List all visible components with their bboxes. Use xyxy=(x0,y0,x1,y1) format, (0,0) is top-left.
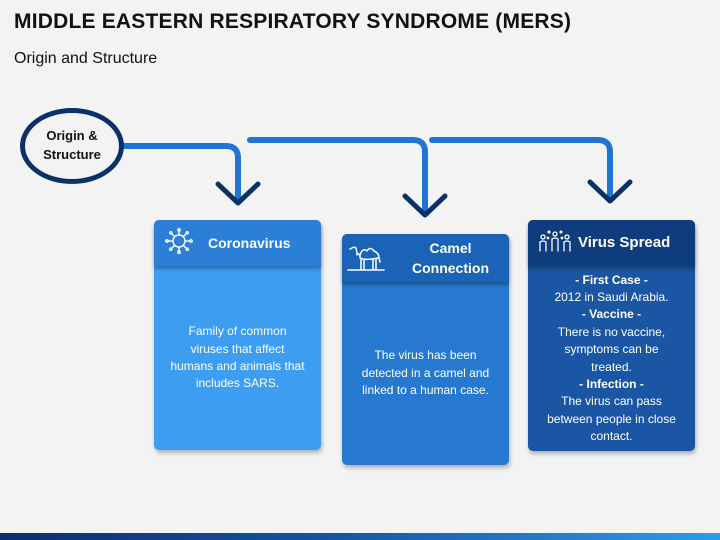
arrowhead-virus-spread xyxy=(587,179,633,204)
origin-node: Origin & Structure xyxy=(20,108,124,184)
card-coronavirus-header: Coronavirus xyxy=(154,220,321,266)
card-camel-title: Camel Connection xyxy=(412,239,489,276)
infection-text: The virus can pass between people in clo… xyxy=(547,394,676,444)
card-coronavirus-body: Family of common viruses that affect hum… xyxy=(170,324,305,391)
card-virus-spread: Virus Spread - First Case - 2012 in Saud… xyxy=(528,220,695,451)
connector-to-virus-spread xyxy=(429,137,613,201)
camel-icon xyxy=(346,239,386,278)
first-case-heading: - First Case - xyxy=(575,272,648,287)
arrowhead-coronavirus xyxy=(215,181,261,206)
infection-heading: - Infection - xyxy=(579,376,644,391)
page-subtitle: Origin and Structure xyxy=(14,50,158,67)
card-virus-spread-header: Virus Spread xyxy=(528,220,695,266)
connector-to-coronavirus xyxy=(121,143,241,203)
card-virus-spread-body: - First Case - 2012 in Saudi Arabia. - V… xyxy=(528,266,695,451)
card-virus-spread-title: Virus Spread xyxy=(578,234,671,252)
virus-icon xyxy=(164,227,194,259)
vaccine-heading: - Vaccine - xyxy=(581,307,642,322)
card-coronavirus-title: Coronavirus xyxy=(208,234,291,251)
vaccine-text: There is no vaccine, symptoms can be tre… xyxy=(557,324,666,374)
people-spread-icon xyxy=(538,229,572,258)
connector-to-camel xyxy=(247,137,428,215)
card-camel-connection: Camel Connection The virus has been dete… xyxy=(342,234,509,465)
first-case-text: 2012 in Saudi Arabia. xyxy=(554,289,669,304)
page-title: MIDDLE EASTERN RESPIRATORY SYNDROME (MER… xyxy=(14,10,572,33)
card-camel-header: Camel Connection xyxy=(342,234,509,282)
card-camel-body: The virus has been detected in a camel a… xyxy=(361,348,490,398)
card-coronavirus: Coronavirus Family of common viruses tha… xyxy=(154,220,321,450)
arrowhead-camel xyxy=(402,193,448,218)
footer-bar xyxy=(0,533,720,540)
